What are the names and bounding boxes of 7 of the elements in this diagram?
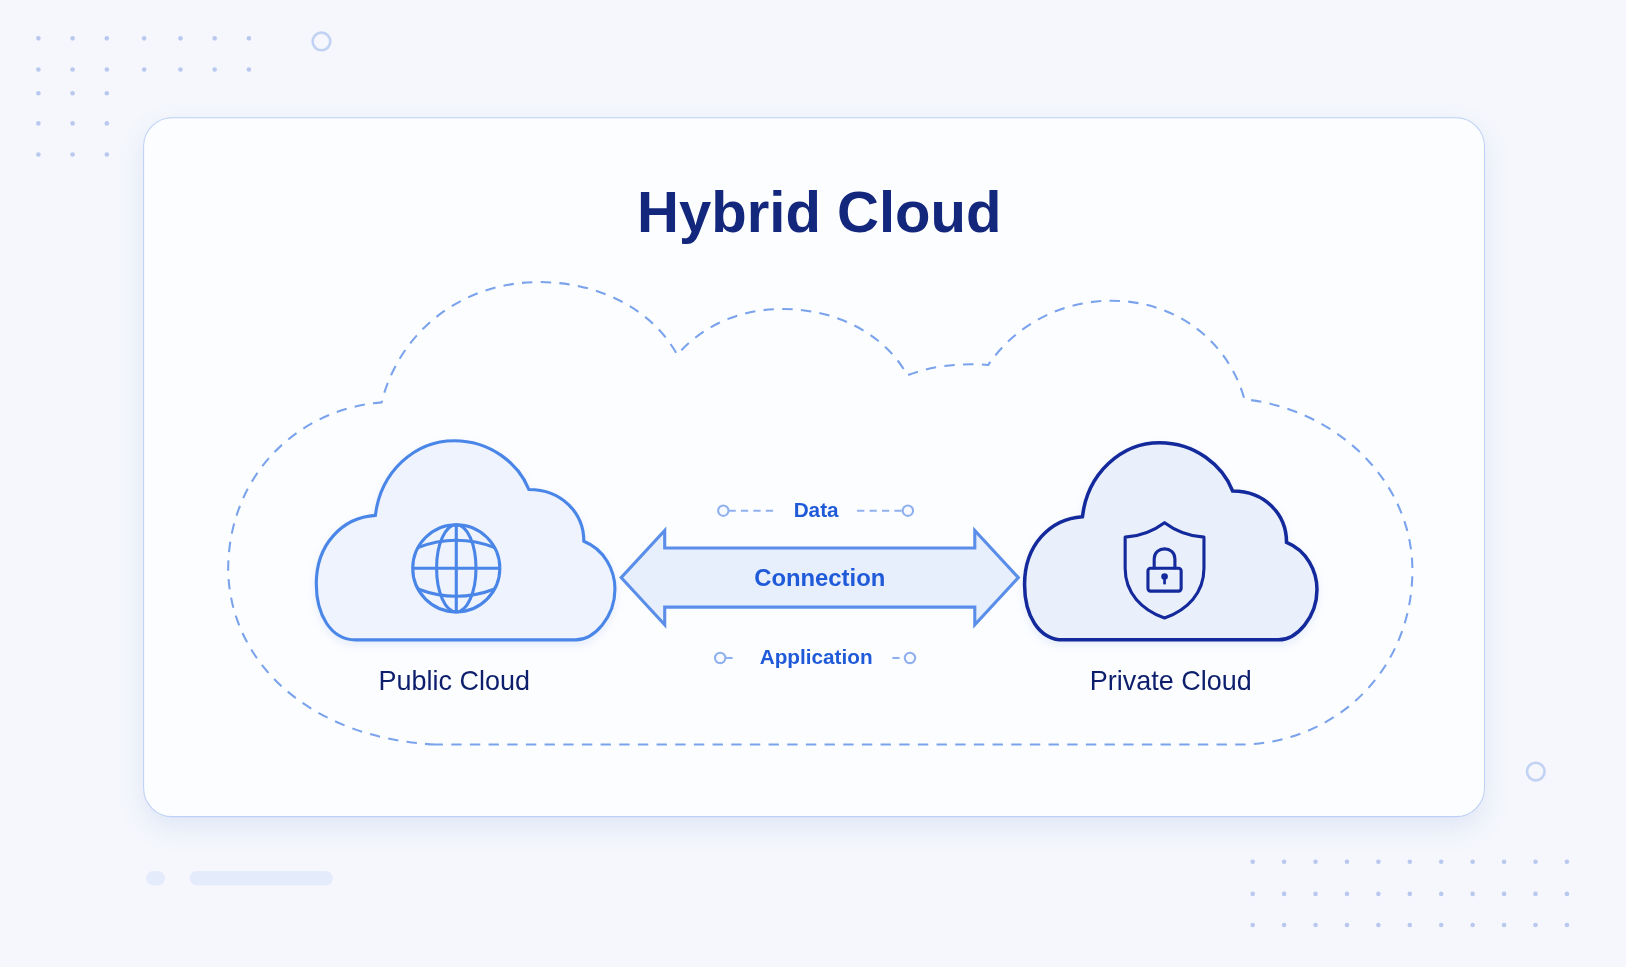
double-arrow <box>619 526 1021 629</box>
flow-label: Data <box>793 498 839 523</box>
title: Hybrid Cloud <box>636 179 1002 246</box>
node-label: Public Cloud <box>378 665 530 697</box>
flow-label: Application <box>759 645 873 670</box>
edge-label: Connection <box>754 563 886 592</box>
node-label: Private Cloud <box>1089 665 1252 697</box>
